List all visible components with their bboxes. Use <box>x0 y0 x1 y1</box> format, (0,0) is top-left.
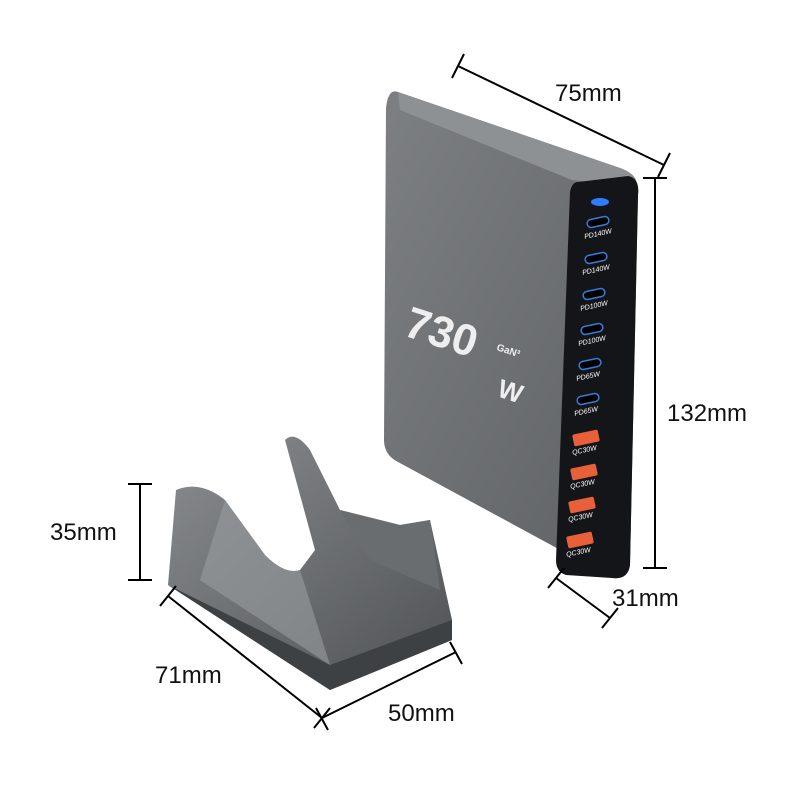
charger: PD140WPD140WPD100WPD100WPD65WPD65WQC30WQ… <box>384 91 639 579</box>
port-socket <box>582 287 606 301</box>
usb-c-port: PD140W <box>582 251 612 277</box>
port-socket <box>572 429 600 447</box>
stand-length-label: 71mm <box>155 662 222 689</box>
charger-stand <box>168 436 452 690</box>
port-socket <box>586 215 610 229</box>
port-socket <box>578 357 602 371</box>
port-socket <box>580 322 604 336</box>
port-socket <box>566 531 594 549</box>
usb-a-port: QC30W <box>570 463 598 491</box>
charger-top-edge <box>398 92 637 188</box>
port-socket <box>570 463 598 481</box>
charger-width-label: 75mm <box>555 80 622 107</box>
stand-height-label: 35mm <box>50 519 117 546</box>
dimension-lines <box>128 53 671 731</box>
port-socket <box>584 251 608 265</box>
stand-width-label: 50mm <box>388 700 455 727</box>
charger-depth-label: 31mm <box>612 585 679 612</box>
charger-height-label: 132mm <box>667 400 748 427</box>
port-socket <box>576 392 600 406</box>
port-socket <box>568 496 596 514</box>
led-indicator <box>591 198 609 206</box>
